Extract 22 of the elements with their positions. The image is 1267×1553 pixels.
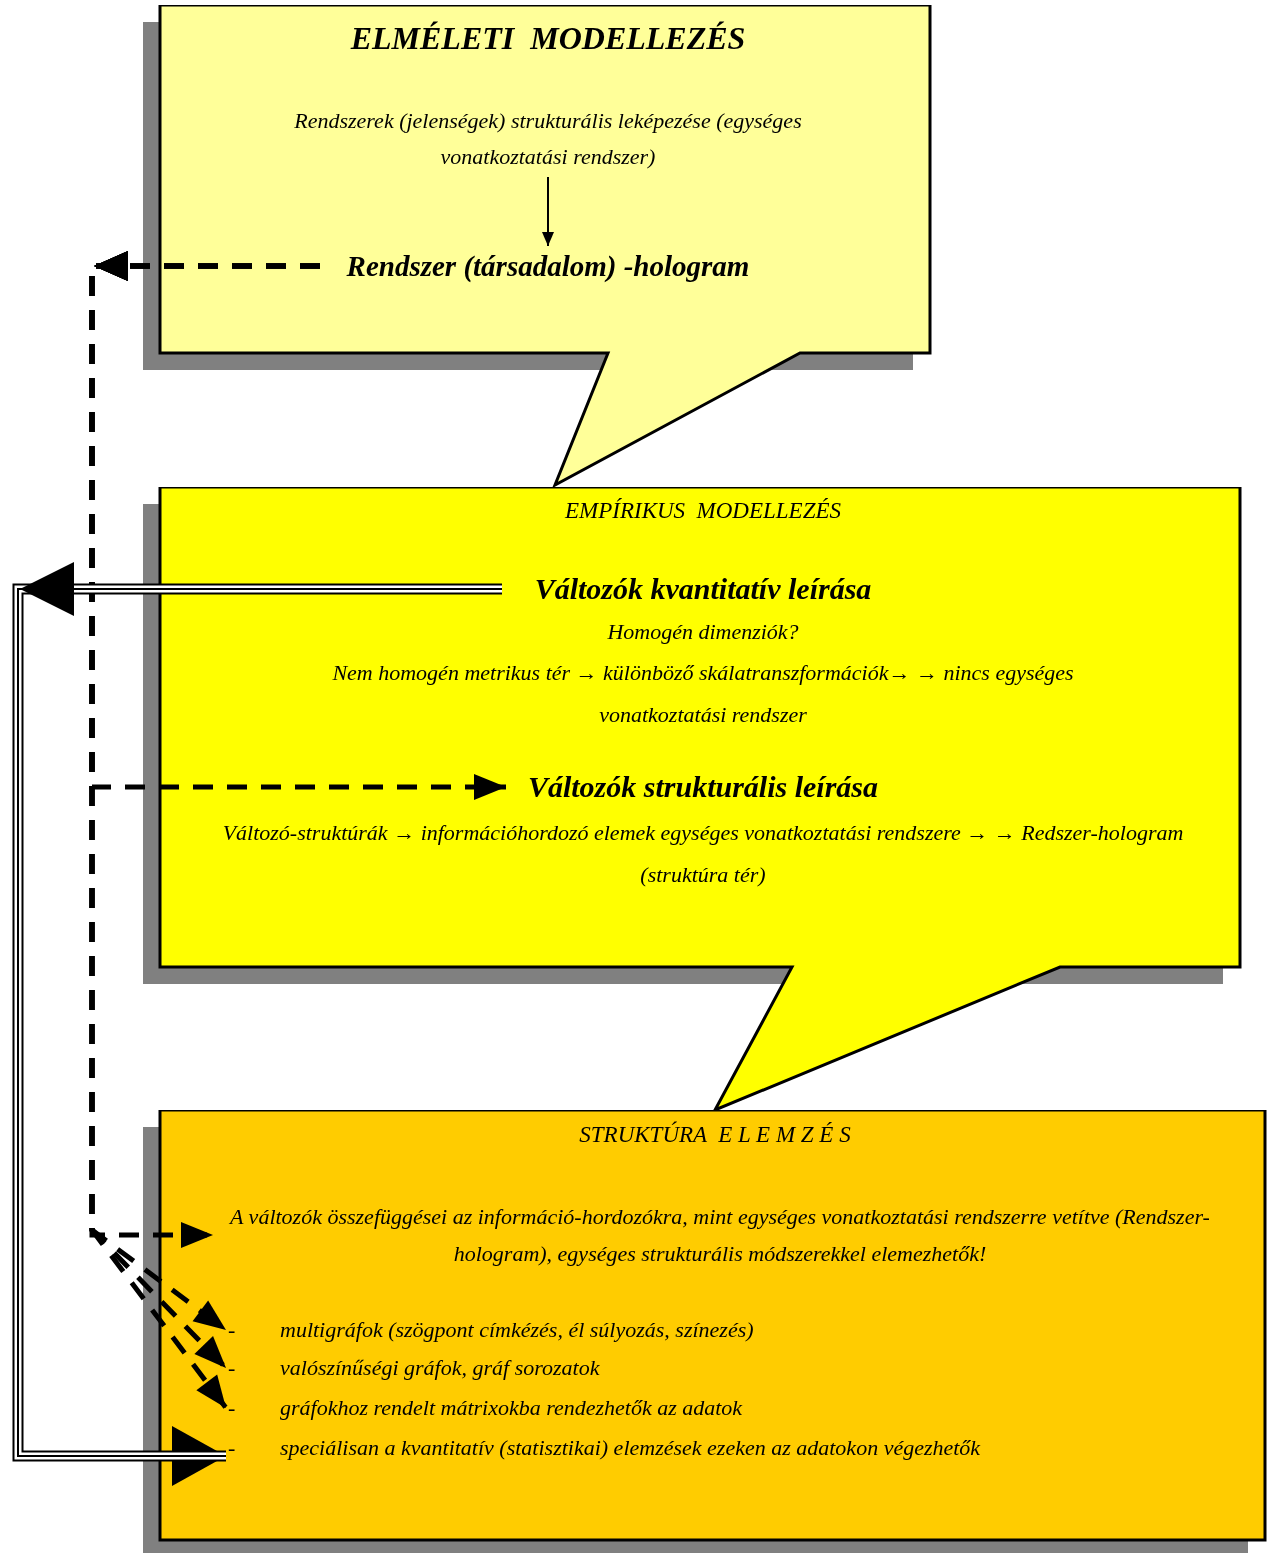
bullet-dash: - — [228, 1434, 237, 1462]
description-text: Rendszerek (jelenségek) strukturális leképezése (egységes vonatkoztatási rendszer) — [278, 103, 818, 175]
list-text: valószínűségi gráfok, gráf sorozatok — [280, 1354, 600, 1382]
heading-text: Változók strukturális leírása — [508, 768, 898, 806]
bullet-dash: - — [228, 1394, 237, 1422]
list-text: gráfokhoz rendelt mátrixokba rendezhetők az adatok — [280, 1394, 743, 1422]
bullet-dash: - — [228, 1316, 237, 1344]
body-text: Nem homogén metrikus tér → különböző skálatranszformációk→ → nincs egységes vonatkoztatási rendszer — [331, 659, 1075, 729]
heading-text: Változók kvantitatív leírása — [508, 570, 898, 608]
list-text: speciálisan a kvantitatív (statisztikai) elemzések ezeken az adatokon végezhetők — [280, 1434, 981, 1462]
body-text: Változó-struktúrák → információhordozó elemek egységes vonatkoztatási rendszere → → Redszer-hologram (struktúra tér) — [221, 819, 1185, 889]
panel-box — [143, 1110, 1267, 1553]
callout-box — [143, 487, 1243, 1112]
list-text: multigráfok (szögpont címkézés, él súlyozás, színezés) — [280, 1316, 754, 1344]
title-text: STRUKTÚRA E L E M Z É S — [578, 1122, 852, 1148]
title-text: EMPÍRIKUS MODELLEZÉS — [564, 498, 842, 524]
body-text: Homogén dimenziók? — [606, 618, 800, 646]
title-text: ELMÉLETI MODELLEZÉS — [349, 20, 747, 57]
bullet-dash: - — [228, 1354, 237, 1382]
description-text: A változók összefüggései az információ-hordozókra, mint egységes vonatkoztatási rendszerre vetítve (Rendszer-hologram), egységes strukturális módszerekkel elemezhetők! — [215, 1198, 1225, 1272]
heading-text: Rendszer (társadalom) -hologram — [328, 248, 768, 284]
callout-box — [143, 5, 933, 487]
